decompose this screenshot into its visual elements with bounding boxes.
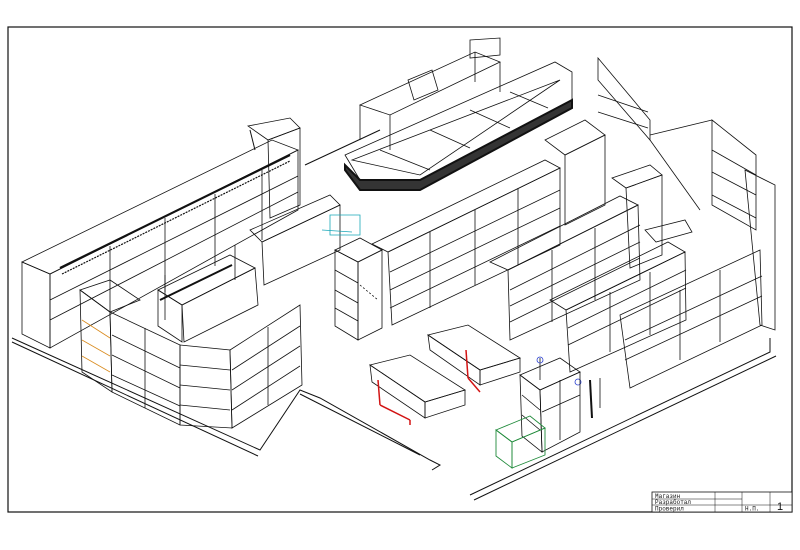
title-block: Магазин Разработал Проверил Н.П. 1: [651, 491, 793, 513]
drawing-frame: [7, 26, 793, 513]
display-crates: [519, 357, 581, 453]
title-block-name: Магазин: [655, 493, 681, 500]
store-walls: [11, 129, 777, 501]
title-block-developed: Разработал: [655, 499, 691, 506]
checkout-counter-2: [427, 324, 521, 393]
checkout-counter-1: [369, 354, 466, 425]
glass-display-cabinet: [334, 237, 383, 341]
gondola-center-b: [489, 164, 663, 341]
entrance-gates: [536, 356, 601, 419]
title-block-frame: [651, 491, 793, 513]
wall-shelving-left: [21, 117, 301, 349]
title-block-sheet-number: 1: [777, 501, 783, 513]
gondola-center-a: [371, 119, 606, 326]
wall-shelving-right: [597, 56, 776, 389]
title-block-checked: Проверил: [655, 506, 684, 513]
deli-counter-top: [344, 37, 573, 191]
service-counter-left: [157, 194, 361, 343]
gondola-center-c: [549, 219, 693, 373]
title-block-initials: Н.П.: [745, 506, 759, 513]
green-stand: [495, 415, 546, 469]
gondola-front-left: [79, 279, 303, 429]
